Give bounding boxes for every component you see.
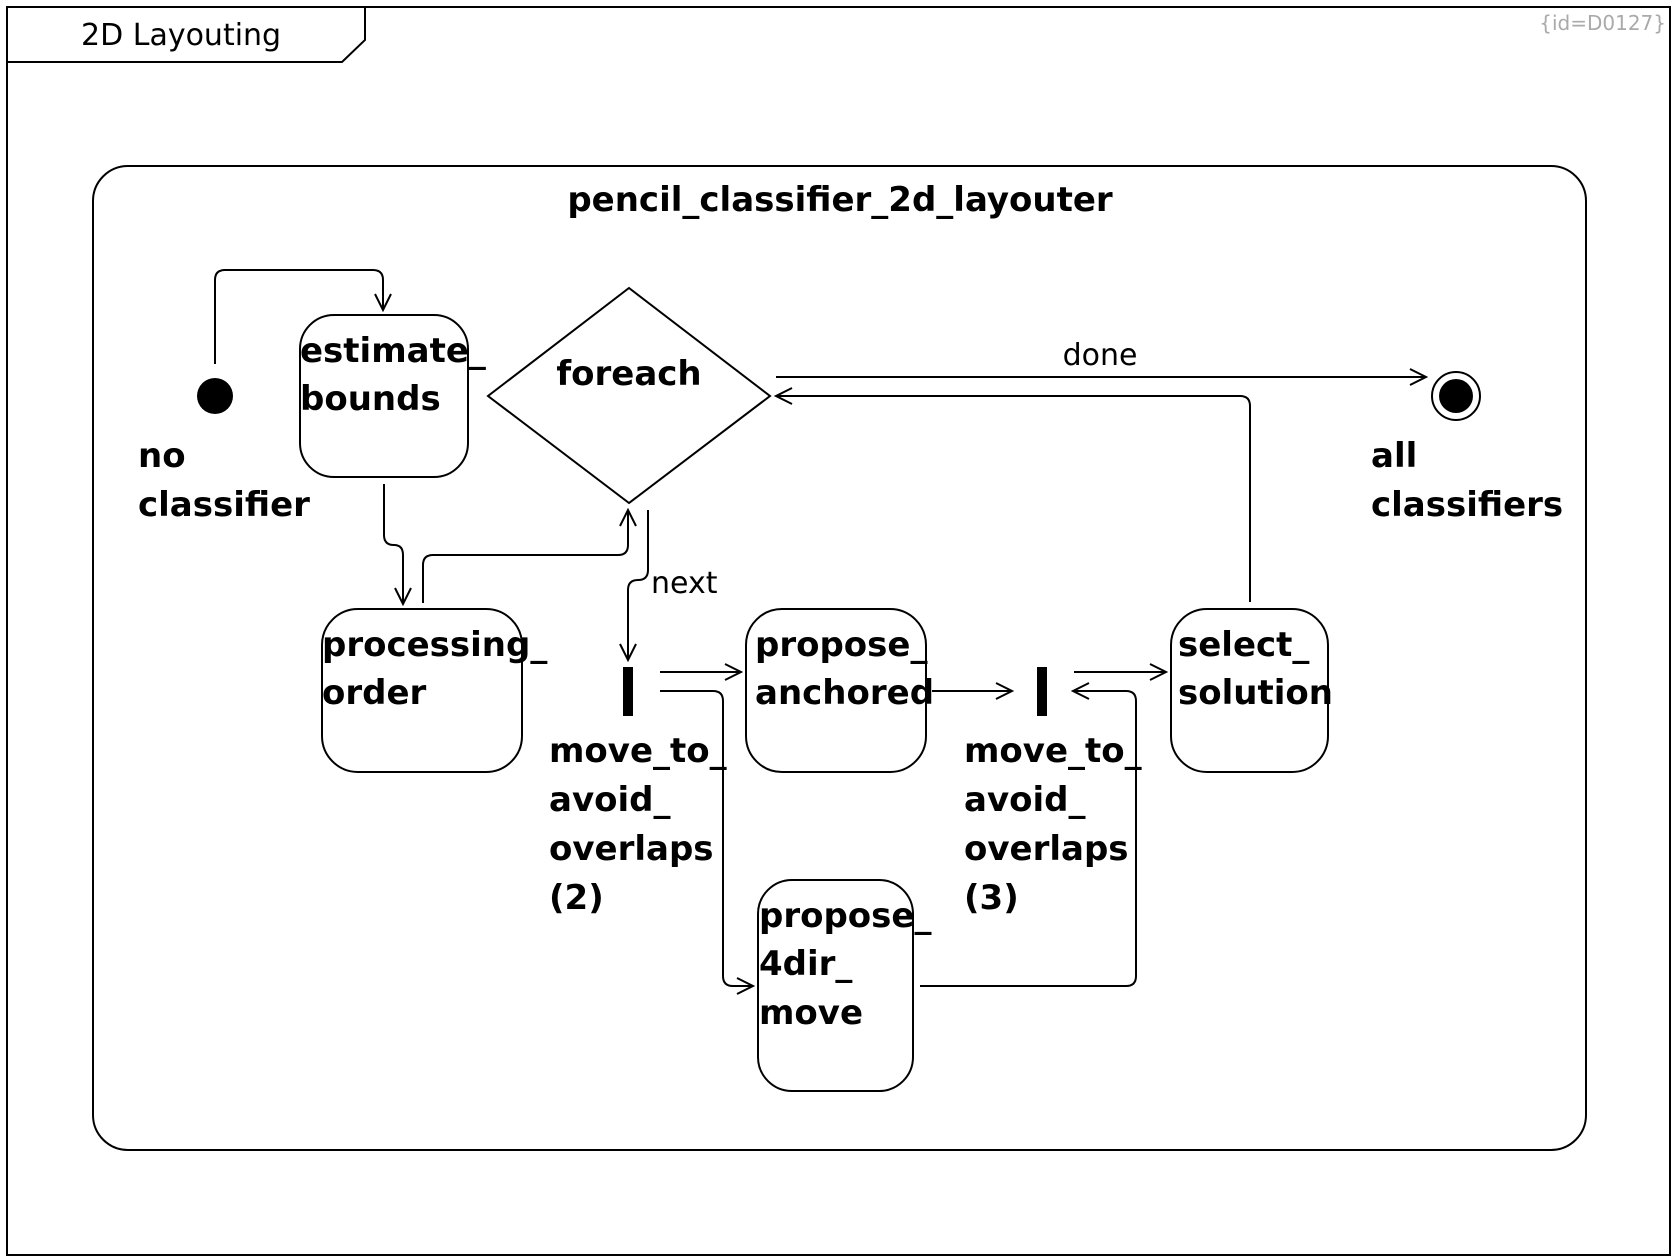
state-propose-4dir-move-label: propose_ 4dir_ move (759, 896, 943, 1033)
fork-bar-2-label: move_to_ avoid_ overlaps (2) (549, 731, 738, 918)
final-node-ring (1431, 371, 1481, 421)
initial-node (197, 378, 233, 414)
state-propose-4dir-move (757, 879, 914, 1092)
diagram-id-label: {id=D0127} (1539, 11, 1666, 35)
container-title: pencil_classifier_2d_layouter (567, 180, 1113, 220)
join-bar-3-label: move_to_ avoid_ overlaps (3) (964, 731, 1153, 918)
container-state (92, 165, 1587, 1151)
frame-title-tab (7, 7, 366, 63)
state-processing-order-label: processing_ order (322, 625, 559, 713)
edge-select-solution-to-foreach (776, 396, 1251, 602)
edge-next-label: next (651, 566, 718, 601)
edge-propose-4dir-move-to-join (920, 691, 1137, 987)
edge-foreach-to-fork-next (628, 510, 649, 660)
state-estimate-bounds-label: estimate_ bounds (300, 331, 498, 419)
edge-done-label: done (1063, 338, 1138, 373)
decision-foreach-label: foreach (556, 354, 701, 394)
state-propose-anchored (745, 608, 927, 773)
initial-node-label: no classifier (138, 436, 310, 525)
frame-title: 2D Layouting (81, 18, 281, 53)
state-select-solution (1170, 608, 1329, 773)
state-select-solution-label: select_ solution (1178, 625, 1333, 713)
edge-initial-to-estimate-bounds (214, 269, 383, 364)
decision-foreach (486, 286, 772, 505)
final-node-label: all classifiers (1371, 436, 1563, 525)
fork-bar-2 (623, 667, 633, 716)
diagram-frame (6, 6, 1671, 1256)
final-node (1439, 379, 1473, 413)
state-processing-order (321, 608, 523, 773)
edge-estimate-bounds-to-processing-order (383, 484, 403, 604)
edge-fork-to-propose-4dir-move (660, 690, 753, 986)
join-bar-3 (1037, 667, 1047, 716)
state-propose-anchored-label: propose_ anchored (755, 625, 939, 713)
state-estimate-bounds (299, 314, 469, 478)
edge-processing-order-to-foreach (422, 510, 628, 603)
